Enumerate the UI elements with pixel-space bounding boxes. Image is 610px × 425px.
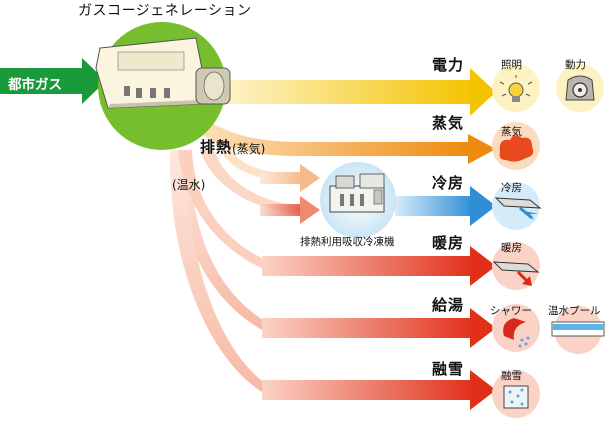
steam-icon <box>499 135 534 162</box>
snow-melting-label: 融雪 <box>432 360 465 378</box>
hot-water-supply-arrow <box>262 308 496 348</box>
snow-melting-arrow <box>262 370 496 410</box>
hot-water-trunk <box>169 150 300 392</box>
cooling-unit-icon <box>494 197 542 220</box>
heating-label: 暖房 <box>432 234 465 252</box>
heating-arrow <box>262 246 496 286</box>
power-arrow <box>225 68 496 116</box>
pool-label: 温水プール <box>548 305 601 317</box>
snow-melting-icon-label: 融雪 <box>501 370 522 382</box>
pool-icon <box>551 321 605 337</box>
steam-label: 蒸気 <box>432 114 465 132</box>
cooling-label: 冷房 <box>432 174 465 192</box>
steam-note-label: (蒸気) <box>232 142 266 156</box>
steam-icon-label: 蒸気 <box>501 126 522 138</box>
cooling-icon-label: 冷房 <box>501 182 522 194</box>
chiller-input-arrows <box>260 164 320 224</box>
hot-water-supply-label: 給湯 <box>432 296 465 314</box>
snow-melting-icon <box>503 385 529 409</box>
chiller-label: 排熱利用吸収冷凍機 <box>300 236 395 248</box>
cogeneration-unit <box>95 22 231 150</box>
cooling-arrow <box>395 186 496 226</box>
exhaust-heat-label: 排熱 <box>200 138 233 156</box>
shower-label: シャワー <box>490 305 532 317</box>
shower-icon <box>503 318 530 348</box>
heating-unit-icon <box>492 261 540 286</box>
city-gas-arrow <box>0 58 106 104</box>
heating-icon-label: 暖房 <box>501 242 522 254</box>
hot-water-note-label: (温水) <box>172 178 206 192</box>
diagram-title: ガスコージェネレーション <box>78 3 252 19</box>
steam-arrow <box>190 110 496 164</box>
light-bulb-icon <box>499 75 533 102</box>
absorption-chiller <box>320 162 396 238</box>
city-gas-label: 都市ガス <box>8 77 62 93</box>
motive-power-label: 動力 <box>565 59 586 71</box>
motor-icon <box>565 75 595 101</box>
power-label: 電力 <box>432 56 465 74</box>
lighting-label: 照明 <box>501 59 522 71</box>
